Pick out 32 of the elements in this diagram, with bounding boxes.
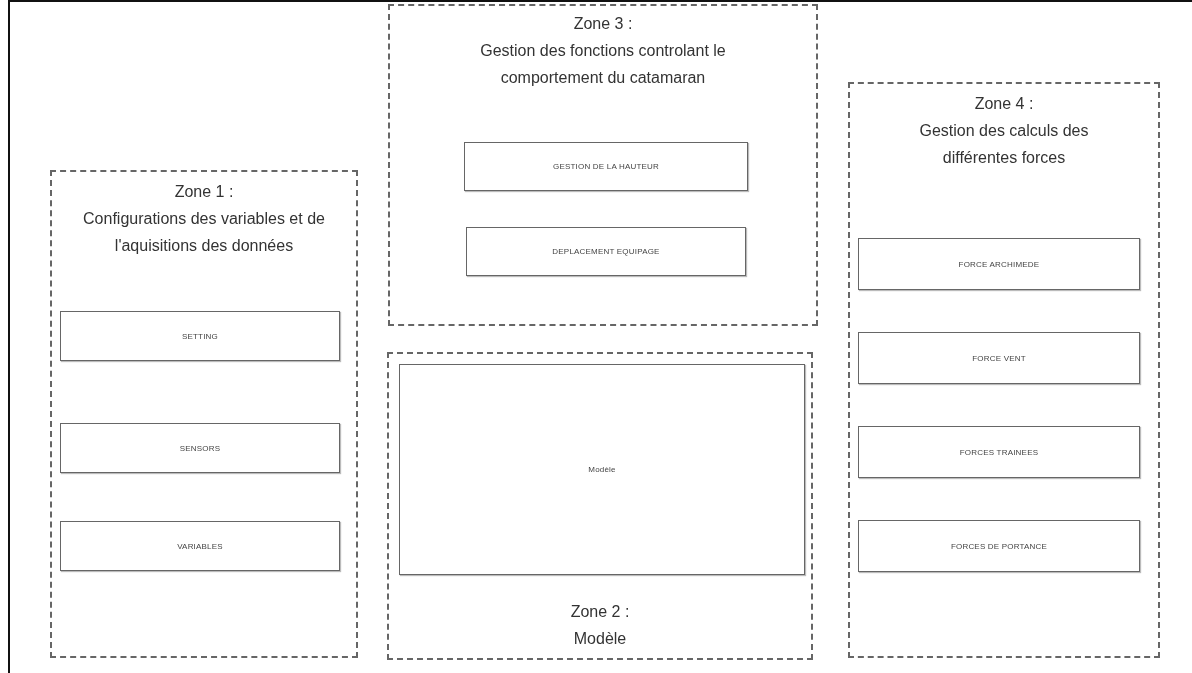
module-box: [466, 227, 746, 276]
module-label: SETTING: [181, 331, 219, 341]
module-box: [399, 364, 805, 575]
module-box: [60, 423, 340, 473]
module-box: [464, 142, 748, 191]
module-label: FORCES TRAINEES: [959, 447, 1039, 457]
zone-description: Modèle: [572, 629, 628, 649]
zone-dashed-box: [848, 82, 1160, 658]
module-box: [60, 311, 340, 361]
module-label: FORCE ARCHIMEDE: [958, 259, 1040, 269]
zone-dashed-box: [50, 170, 358, 658]
zone-dashed-box: [387, 352, 813, 660]
module-label: SENSORS: [179, 443, 221, 453]
zone-title: Zone 3 :: [572, 14, 634, 34]
module-label: DEPLACEMENT EQUIPAGE: [552, 247, 660, 256]
module-box: [858, 520, 1140, 572]
module-label: VARIABLES: [177, 541, 223, 551]
module-box: [858, 238, 1140, 290]
module-label: GESTION DE LA HAUTEUR: [553, 162, 659, 171]
zone-description: Gestion des calculs des différentes forces: [918, 121, 1090, 168]
module-label: FORCE VENT: [972, 353, 1026, 363]
module-label: FORCES DE PORTANCE: [950, 541, 1048, 551]
module-label: Modèle: [588, 465, 616, 474]
zone-dashed-box: [388, 4, 818, 326]
module-box: [60, 521, 340, 571]
zone-title: Zone 4 :: [973, 94, 1035, 114]
module-box: [858, 426, 1140, 478]
zone-title: Zone 1 :: [173, 182, 235, 202]
module-box: [858, 332, 1140, 384]
zone-title: Zone 2 :: [569, 602, 631, 622]
zone-description: Gestion des fonctions controlant le comportement du catamaran: [479, 41, 727, 88]
zone-description: Configurations des variables et de l'aquisitions des données: [82, 209, 326, 256]
